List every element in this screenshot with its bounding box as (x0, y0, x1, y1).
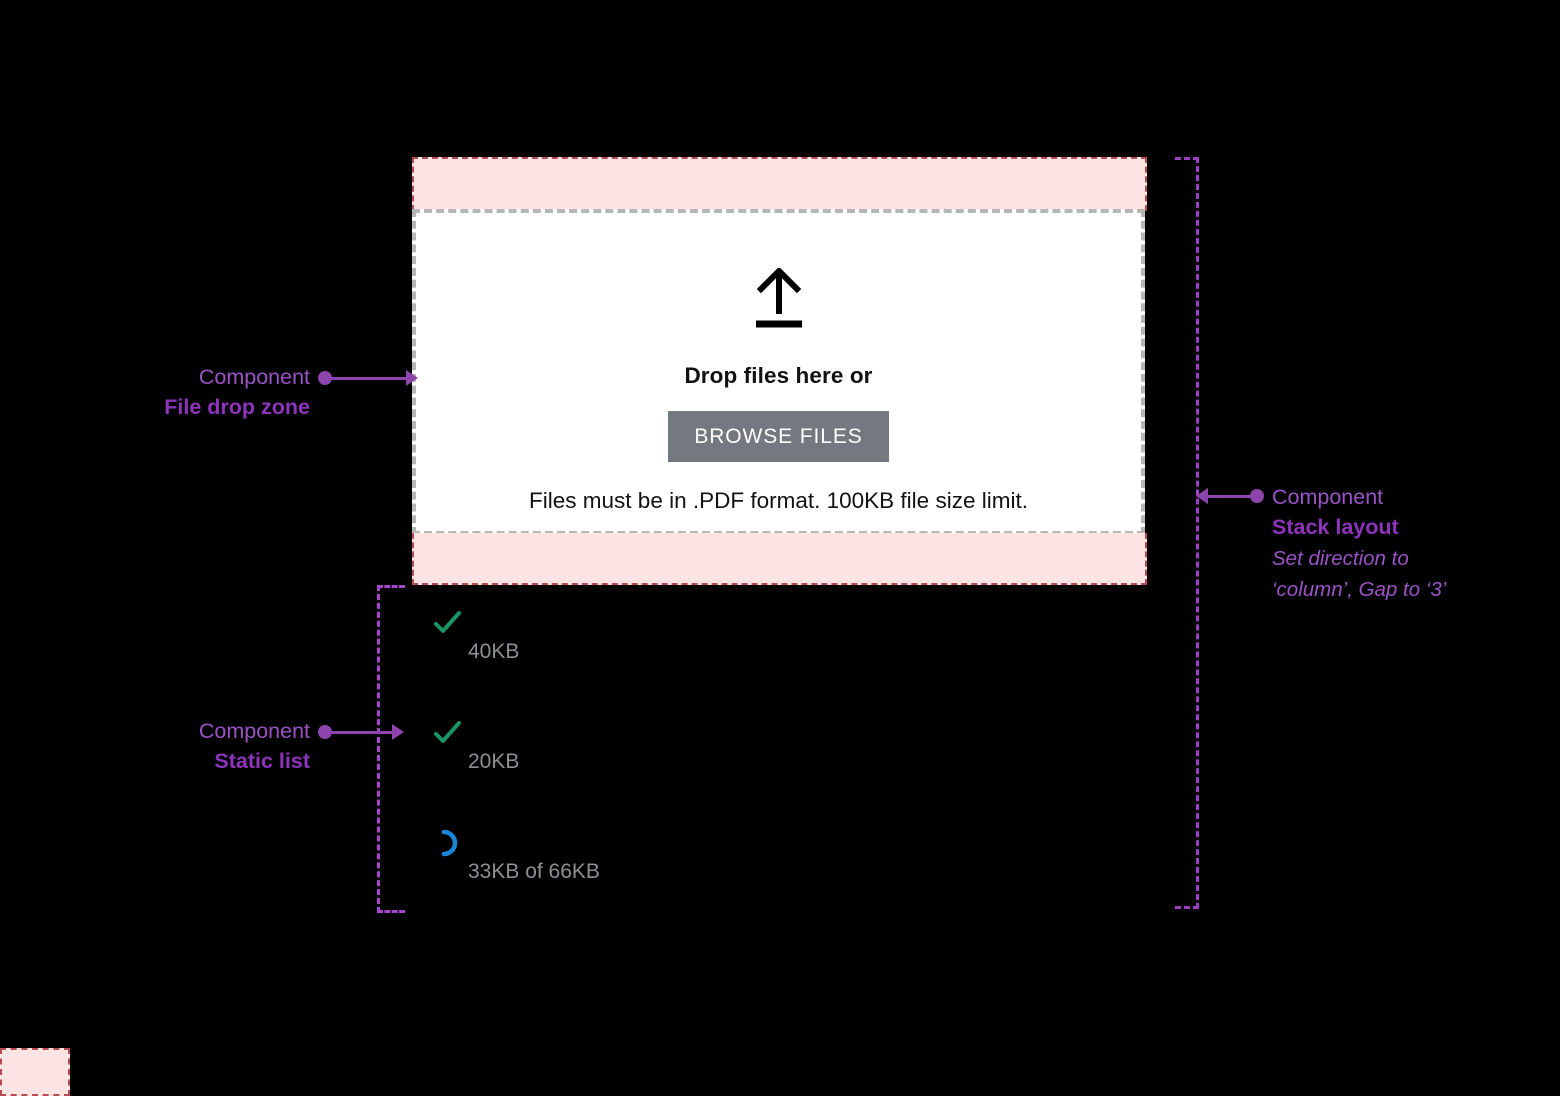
annotation-static-list: Component Static list (60, 716, 310, 777)
connector-dot (1250, 489, 1264, 503)
connector-arrow-icon (1196, 488, 1208, 504)
padding-legend-swatch (0, 1048, 70, 1096)
stack-layout-container: Drop files here or BROWSE FILES Files mu… (412, 157, 1147, 585)
connector-line (326, 731, 394, 734)
check-icon (432, 718, 462, 748)
annotation-file-drop-zone: Component File drop zone (60, 362, 310, 423)
list-item[interactable]: 40KB (412, 600, 1152, 710)
annotation-note-line-2: ‘column’, Gap to ‘3’ (1272, 578, 1447, 601)
list-item[interactable]: 20KB (412, 710, 1152, 820)
spinner-icon (432, 828, 462, 858)
list-item-size: 20KB (468, 750, 520, 773)
static-list: 40KB 20KB 33KB of 66KB (412, 600, 1152, 930)
annotation-name: Stack layout (1272, 515, 1399, 539)
static-list-bracket (377, 585, 405, 913)
list-item[interactable]: 33KB of 66KB (412, 820, 1152, 930)
list-item-size: 33KB of 66KB (468, 860, 600, 883)
list-item-size: 40KB (468, 640, 520, 663)
connector-arrow-icon (406, 370, 418, 386)
browse-files-button[interactable]: BROWSE FILES (668, 411, 889, 462)
annotation-kind: Component (1272, 485, 1384, 509)
file-drop-zone[interactable]: Drop files here or BROWSE FILES Files mu… (412, 209, 1145, 535)
padding-band-bottom (412, 533, 1147, 585)
annotation-note-line-1: Set direction to (1272, 547, 1409, 570)
upload-arrow-icon (750, 266, 808, 335)
annotation-stack-layout: Component Stack layout Set direction to … (1272, 482, 1542, 605)
stack-layout-bracket (1175, 157, 1199, 909)
connector-dot (318, 371, 332, 385)
padding-band-top (412, 157, 1147, 211)
check-icon (432, 608, 462, 638)
annotation-kind: Component (198, 719, 310, 743)
connector-arrow-icon (392, 724, 404, 740)
annotation-kind: Component (198, 365, 310, 389)
drop-zone-title: Drop files here or (684, 363, 873, 388)
connector-line (326, 377, 408, 380)
connector-dot (318, 725, 332, 739)
annotation-name: Static list (214, 749, 310, 773)
connector-line (1208, 495, 1258, 498)
drop-zone-hint-text: Files must be in .PDF format. 100KB file… (529, 488, 1028, 513)
annotation-name: File drop zone (164, 395, 310, 419)
